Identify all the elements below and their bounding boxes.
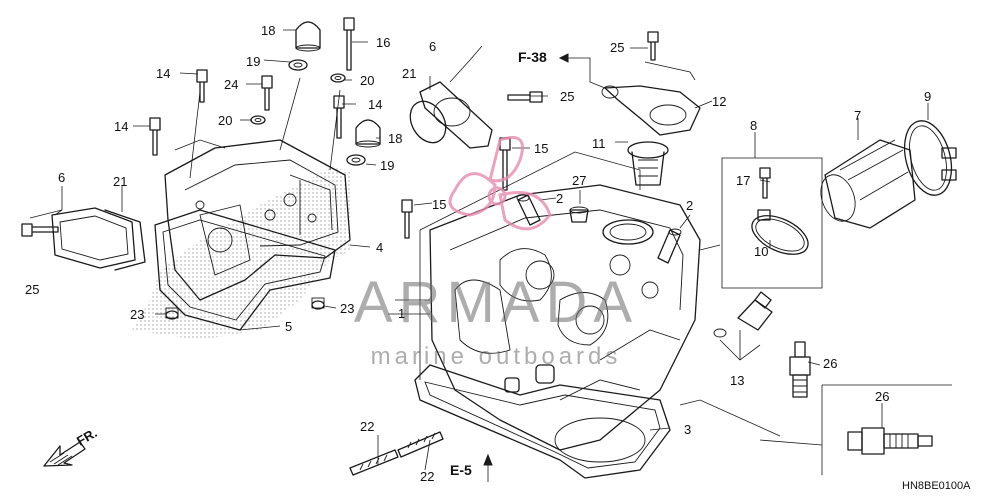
callout: 23 [340, 301, 354, 316]
bolt-14c [333, 95, 345, 139]
callout: 15 [534, 141, 548, 156]
callout: 5 [285, 319, 292, 334]
callout: 14 [156, 66, 170, 81]
callout: 26 [823, 356, 837, 371]
callout: 19 [380, 158, 394, 173]
sensor-13 [713, 291, 773, 338]
callout: 20 [218, 113, 232, 128]
plug-27 [569, 206, 589, 223]
ref-front: FR. [74, 425, 100, 448]
callout: 26 [875, 389, 889, 404]
callout: 10 [754, 244, 768, 259]
bolt-14b [149, 117, 161, 156]
bolt-24 [261, 75, 273, 111]
bolt-15b [401, 199, 413, 239]
callout: 15 [432, 197, 446, 212]
callout: 14 [114, 119, 128, 134]
callout: 22 [420, 469, 434, 484]
pipe-2a [516, 194, 541, 226]
bolt-25b [647, 31, 659, 61]
callout: 13 [730, 373, 744, 388]
thermostat-11 [627, 141, 669, 186]
callout: 12 [712, 94, 726, 109]
bolt-25a [21, 223, 59, 237]
callout: 17 [736, 173, 750, 188]
callout: 24 [224, 77, 238, 92]
bolt-14a [196, 69, 208, 103]
callout: 27 [572, 173, 586, 188]
cap-nut-18a [295, 21, 321, 52]
ref-f38: F-38 [518, 49, 547, 65]
propeller-logo-icon [448, 136, 552, 231]
cylinder-head-assembly [349, 137, 721, 479]
spark-plug-26a [789, 341, 811, 398]
callout: 3 [684, 422, 691, 437]
diagram-code: HN8BE0100A [902, 480, 971, 492]
head-cover-assembly [21, 17, 381, 340]
callout: 22 [360, 419, 374, 434]
bolt-25c [507, 91, 543, 103]
thermostat-assembly [409, 31, 713, 186]
callout: 25 [610, 40, 624, 55]
insulator-7 [820, 139, 916, 229]
callout: 2 [686, 198, 693, 213]
spark-plug-26b [847, 427, 933, 455]
callout: 9 [924, 89, 931, 104]
bolt-16 [343, 17, 355, 71]
stud-22a [349, 449, 399, 476]
callout: 16 [376, 35, 390, 50]
watermark: ARMADA marine outboards [354, 136, 638, 370]
cap-nut-18b [355, 119, 381, 148]
callout: 18 [388, 131, 402, 146]
stud-22b [397, 431, 444, 458]
callout: 6 [429, 39, 436, 54]
callout: 11 [592, 136, 606, 151]
pipe-2b [657, 228, 682, 264]
bolt-15a [499, 137, 511, 191]
callout: 7 [854, 108, 861, 123]
callout: 6 [58, 170, 65, 185]
screw-17 [759, 167, 771, 199]
callout: 20 [360, 73, 374, 88]
callout: 21 [113, 174, 127, 189]
callout: 19 [246, 54, 260, 69]
callout: 23 [130, 307, 144, 322]
callout: 25 [560, 89, 574, 104]
ref-e5: E-5 [450, 462, 472, 478]
callout: 8 [750, 118, 757, 133]
callout-labels: 18 16 19 20 14 24 14 14 20 18 19 4 6 21 … [25, 23, 931, 484]
callout: 21 [402, 66, 416, 81]
callout: 2 [556, 191, 563, 206]
callout: 18 [261, 23, 275, 38]
intake-joint-assembly [679, 103, 957, 475]
callout: 14 [368, 97, 382, 112]
callout: 1 [398, 306, 405, 321]
band-9 [903, 120, 957, 196]
callout: 25 [25, 282, 39, 297]
front-arrow-icon [43, 441, 86, 467]
watermark-brand: ARMADA [354, 270, 638, 335]
watermark-tagline: marine outboards [371, 343, 622, 370]
callout: 4 [376, 240, 383, 255]
